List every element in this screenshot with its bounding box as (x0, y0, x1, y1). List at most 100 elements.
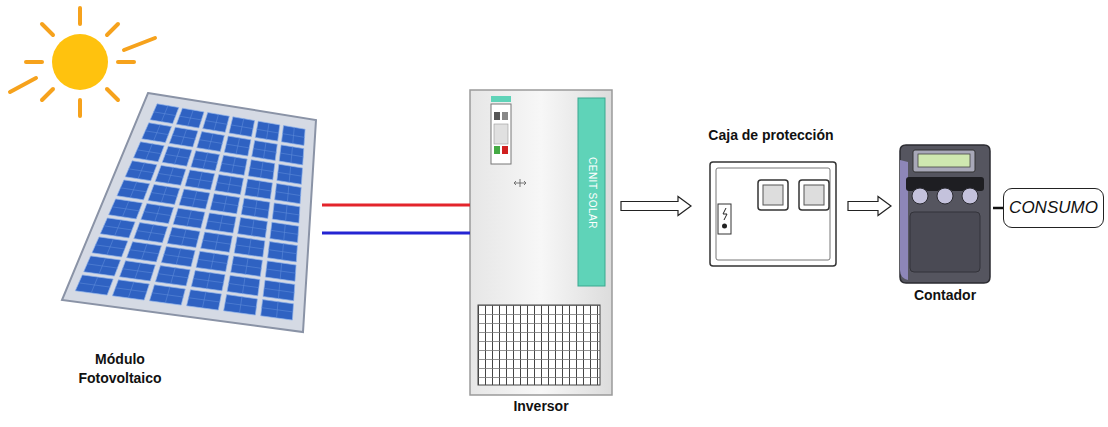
cell-line (138, 163, 145, 179)
cell-line (181, 129, 187, 145)
solar-cell (185, 170, 215, 190)
meter-label: Contador (887, 286, 1003, 305)
cell-line (289, 166, 291, 182)
solar-cell (275, 184, 302, 204)
protection-box (710, 162, 836, 266)
cell-line (245, 258, 248, 274)
cell-line (287, 185, 289, 201)
solar-cell (210, 194, 240, 214)
cell-line (215, 234, 219, 250)
flow-arrow (848, 197, 891, 216)
solar-cell (191, 271, 225, 291)
solar-cell (142, 123, 172, 143)
consumo-box: CONSUMO (1003, 188, 1104, 228)
pv-module-node: Módulo Fotovoltaico (60, 88, 322, 398)
solar-cell (277, 164, 303, 184)
solar-cell (252, 141, 278, 161)
cell-line (174, 148, 180, 164)
solar-cell (282, 126, 306, 146)
solar-cell (141, 204, 174, 224)
solar-cell (231, 256, 263, 276)
solar-cell (229, 117, 255, 137)
brand-label: CENIT SOLAR (587, 157, 597, 229)
cell-line (91, 277, 98, 293)
solar-cell (279, 145, 304, 165)
cell-line (240, 119, 244, 135)
solar-cell (134, 142, 165, 162)
solar-cell (179, 189, 210, 209)
solar-cells (75, 104, 305, 320)
cell-line (115, 220, 122, 236)
meter-node: Contador (897, 143, 993, 307)
cell-line (209, 134, 214, 150)
solar-cell (148, 185, 180, 205)
cell-line (155, 206, 161, 222)
solar-cell (112, 280, 149, 300)
solar-cell (167, 227, 200, 247)
solar-cell (134, 223, 168, 243)
solar-cell (155, 165, 186, 185)
cell-line (187, 210, 192, 226)
cell-line (242, 277, 245, 293)
cell-line (248, 239, 251, 255)
solar-cell (75, 275, 113, 295)
solar-cell (84, 256, 121, 276)
cell-line (223, 196, 227, 212)
solar-cell (205, 213, 236, 233)
solar-cell (169, 127, 198, 147)
cell-line (148, 225, 154, 241)
solar-cell (176, 108, 204, 128)
flow-arrow (621, 197, 691, 216)
inverter-label: Inversor (470, 397, 612, 416)
cell-line (263, 142, 266, 158)
cell-line (284, 224, 286, 240)
solar-cell (162, 146, 192, 166)
dc-cable (322, 232, 470, 235)
cell-line (214, 114, 219, 130)
cell-line (165, 287, 170, 303)
dc-cable (322, 204, 470, 207)
consumo-label: CONSUMO (1009, 197, 1098, 220)
solar-cell (238, 218, 268, 238)
solar-cell (248, 160, 275, 180)
solar-cell (220, 155, 248, 175)
cell-line (254, 200, 257, 216)
solar-cell (150, 104, 179, 124)
cell-line (107, 239, 114, 255)
cell-line (154, 125, 161, 141)
solar-cell (224, 136, 251, 156)
solar-cell (224, 295, 258, 316)
cell-line (207, 273, 211, 289)
cell-line (266, 123, 269, 139)
solar-cell (191, 151, 220, 171)
cell-line (168, 167, 174, 183)
cell-line (146, 144, 153, 160)
cell-line (135, 263, 141, 279)
protection-label: Caja de protección (690, 126, 852, 145)
solar-cell (263, 280, 295, 301)
solar-cell (203, 113, 230, 133)
sun-icon (10, 8, 155, 116)
cell-line (211, 253, 215, 269)
energy-meter (900, 145, 990, 283)
solar-cell (234, 237, 265, 257)
solar-cell (92, 237, 128, 257)
pv-module (62, 93, 316, 332)
cell-line (232, 157, 236, 173)
solar-cell (268, 242, 298, 262)
solar-cell (150, 285, 186, 305)
module-label: Módulo Fotovoltaico (70, 350, 170, 388)
solar-cell (117, 180, 150, 200)
inverter-node: CENIT SOLAR Inversor (470, 88, 612, 423)
solar-cell (109, 199, 143, 219)
solar-cell (120, 261, 156, 281)
solar-cell (270, 222, 299, 242)
cell-line (161, 186, 167, 202)
inverter-cabinet (470, 90, 612, 395)
cell-line (198, 172, 203, 188)
cell-line (176, 249, 181, 265)
cell-line (219, 215, 223, 231)
